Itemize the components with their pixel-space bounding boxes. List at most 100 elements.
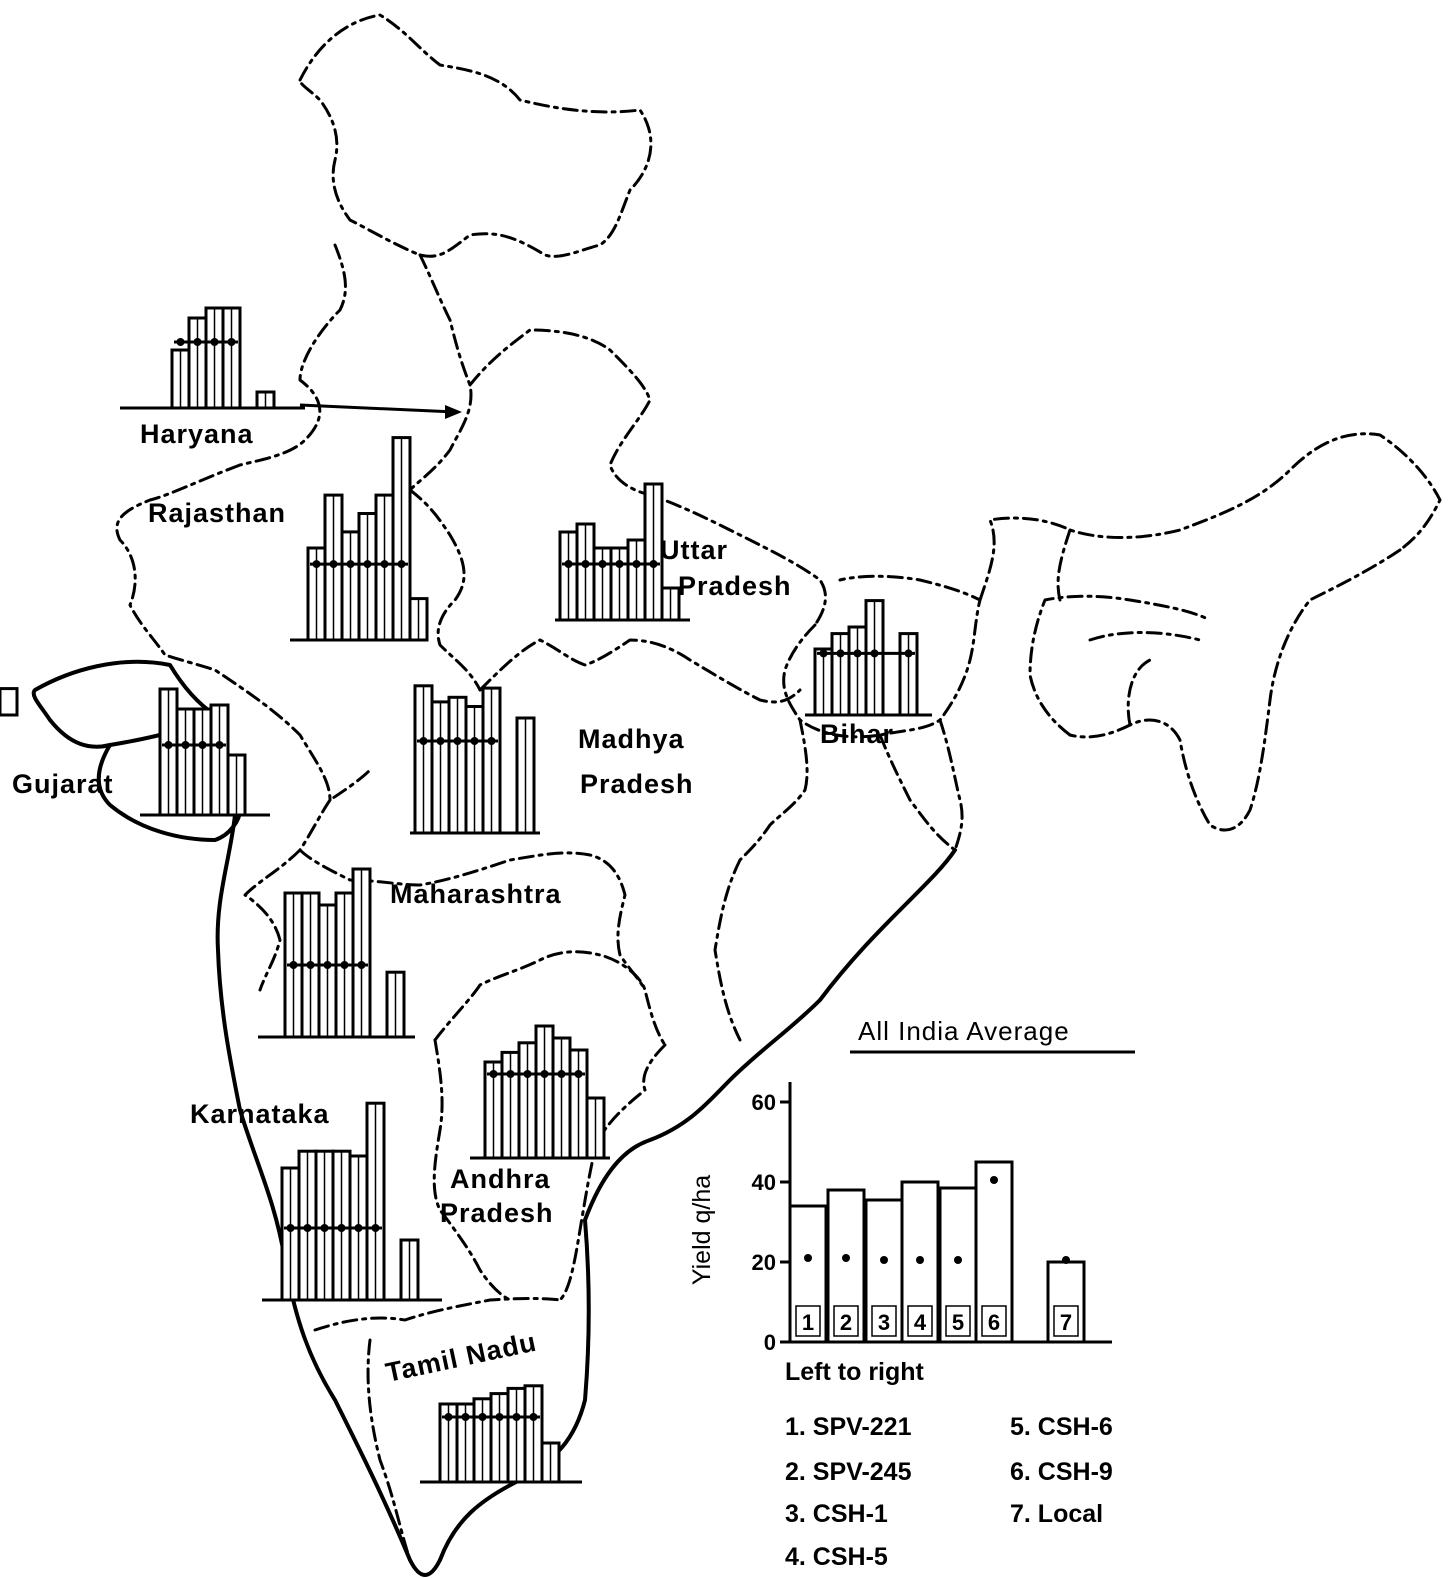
state-chart-marker [306, 961, 315, 969]
ne-inner [1056, 528, 1202, 727]
avg-legend: 1. SPV-221 2. SPV-245 3. CSH-1 4. CSH-5 … [785, 1413, 1113, 1571]
legend-item-7: 7. Local [1010, 1500, 1103, 1528]
state-chart-marker [649, 560, 658, 568]
label-maharashtra: Maharashtra [390, 879, 562, 909]
state-chart-tamil-nadu [420, 1384, 582, 1484]
tamilnadu-border [313, 1297, 562, 1332]
state-chart-marker [478, 1413, 487, 1421]
state-chart-marker [198, 741, 207, 749]
state-chart-marker [176, 338, 185, 346]
state-chart-marker [312, 560, 321, 569]
avg-bar-label: 3 [878, 1310, 890, 1335]
avg-bar-marker [880, 1256, 888, 1264]
state-chart-marker [495, 1413, 504, 1421]
legend-item-1: 1. SPV-221 [785, 1413, 912, 1441]
avg-chart-ylabel: Yield q/ha [688, 1175, 716, 1285]
avg-bar-label-box [1053, 1305, 1079, 1337]
state-chart-marker [380, 560, 389, 569]
north-border [298, 13, 653, 258]
state-chart-marker [904, 649, 913, 658]
haryana-border [408, 253, 473, 492]
state-chart-marker [227, 338, 236, 346]
state-chart-marker [581, 560, 590, 568]
label-karnataka: Karnataka [190, 1099, 330, 1129]
state-chart-haryana [120, 306, 305, 410]
state-chart-uttar-pradesh [555, 482, 690, 622]
state-bar [0, 687, 19, 717]
label-uttar: Uttar [660, 535, 728, 565]
mp-east [738, 718, 809, 862]
state-chart-marker [564, 560, 573, 568]
state-chart-marker [357, 961, 366, 969]
state-chart-marker [320, 1224, 329, 1232]
state-chart-marker [489, 1070, 498, 1078]
avg-bar-marker [954, 1256, 962, 1264]
state-chart-gujarat [140, 687, 270, 817]
wb-south [938, 718, 964, 852]
state-chart-marker [210, 338, 219, 346]
state-chart-marker [303, 1224, 312, 1232]
state-chart-marker [286, 1224, 295, 1232]
label-uttar-pradesh: Pradesh [678, 571, 792, 601]
ne-border [1068, 548, 1402, 832]
state-chart-marker [444, 1413, 453, 1421]
state-chart-marker [557, 1070, 566, 1078]
legend-item-3: 3. CSH-1 [785, 1500, 888, 1528]
avg-bar-label: 7 [1060, 1310, 1072, 1335]
label-andhra: Andhra [450, 1164, 551, 1194]
avg-bar-label-box [871, 1305, 897, 1337]
avg-bar-label: 5 [952, 1310, 964, 1335]
state-chart-marker [512, 1413, 521, 1421]
state-chart-marker [164, 741, 173, 749]
label-madhya: Madhya [578, 724, 685, 754]
maharashtra-south [433, 950, 667, 1047]
avg-legend-title: Left to right [785, 1358, 925, 1386]
state-chart-maharashtra [258, 867, 415, 1039]
state-chart-marker [436, 737, 445, 745]
avg-bar-marker [916, 1256, 924, 1264]
state-chart-bihar [0, 599, 932, 717]
avg-chart-title: All India Average [858, 1016, 1070, 1046]
avg-bar-marker [1062, 1256, 1070, 1264]
state-chart-marker [836, 649, 845, 658]
state-chart-marker [615, 560, 624, 568]
avg-bar-marker [804, 1254, 812, 1262]
avg-bar-label: 1 [802, 1310, 814, 1335]
state-chart-andhra-pradesh [470, 1024, 610, 1160]
state-chart-rajasthan [290, 436, 429, 642]
state-chart-marker [397, 560, 406, 569]
state-bar-charts [0, 306, 932, 1484]
avg-bar-label: 2 [840, 1310, 852, 1335]
state-chart-marker [337, 1224, 346, 1232]
mp-border [298, 798, 647, 992]
haryana-arrow [299, 403, 462, 419]
state-chart-marker [870, 649, 879, 658]
avg-bar-marker [842, 1254, 850, 1262]
state-chart-marker [598, 560, 607, 568]
state-chart-marker [540, 1070, 549, 1078]
bangladesh-border [1028, 594, 1212, 737]
state-labels: Haryana Rajasthan Uttar Pradesh Bihar Gu… [12, 419, 893, 1388]
avg-ytick-label: 60 [752, 1090, 776, 1115]
state-chart-marker [363, 560, 372, 569]
state-borders [115, 13, 1442, 1562]
state-chart-marker [329, 560, 338, 569]
karnataka-border [432, 1038, 512, 1302]
avg-bar-label-box [907, 1305, 933, 1337]
state-chart-marker [323, 961, 332, 969]
state-chart-madhya-pradesh [410, 684, 540, 835]
avg-ytick-label: 0 [764, 1330, 776, 1355]
state-chart-marker [819, 649, 828, 658]
state-chart-marker [181, 741, 190, 749]
avg-ytick-label: 40 [752, 1170, 776, 1195]
state-chart-karnataka [262, 1101, 442, 1302]
label-tamil-nadu: Tamil Nadu [383, 1327, 539, 1388]
avg-bar-label-box [981, 1305, 1007, 1337]
label-gujarat: Gujarat [12, 769, 114, 799]
up-south [478, 638, 802, 704]
legend-item-4: 4. CSH-5 [785, 1543, 888, 1571]
maharashtra-border [243, 848, 302, 992]
avg-bar-marker [990, 1176, 998, 1184]
avg-bar-label: 4 [914, 1310, 927, 1335]
